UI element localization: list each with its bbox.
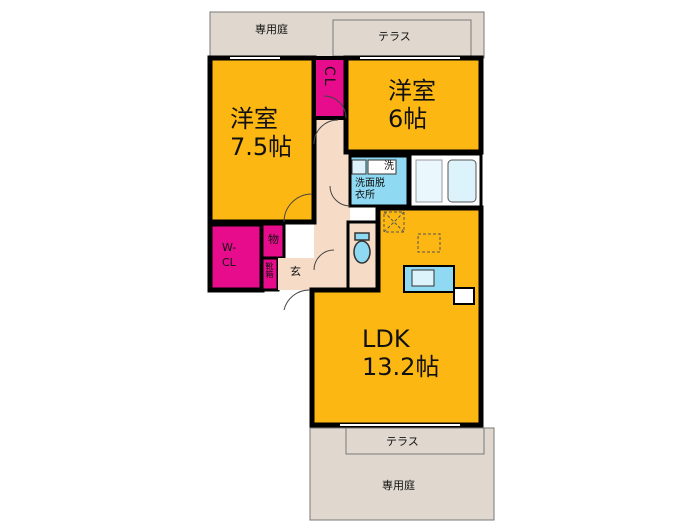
washroom-label-line2: 衣所 [355,190,375,201]
entrance-floor [278,258,314,290]
ldk-size: 13.2帖 [362,352,440,381]
washroom-label: 洗面脱 衣所 [355,178,385,202]
terrace-bottom-area [345,427,485,455]
bedroom-right-size: 6帖 [388,104,428,133]
toilet [353,240,371,264]
ldk-name: LDK [362,325,410,353]
laundry-label: 洗 [384,161,394,172]
terrace-top-label: テラス [378,30,411,43]
sink [411,269,435,287]
shoe-box-label: 靴箱 [265,262,274,278]
wic-label-line2: CL [222,256,236,270]
toilet-tank [354,232,370,241]
wic [207,221,265,293]
wic-label-line1: W- [222,241,237,254]
ldk-label: LDK 13.2帖 [362,325,440,381]
fridge-space [453,287,475,305]
terrace-top-area [332,19,472,57]
closet-top [312,56,348,120]
bedroom-left-size: 7.5帖 [230,132,293,161]
storage-label: 物 [268,233,279,246]
bathtub [447,159,477,203]
closet-top-label: CL [321,66,337,88]
bedroom-left-label: 洋室 7.5帖 [230,105,293,161]
entrance-label: 玄 [290,265,301,278]
pantry [383,211,405,233]
washroom-label-line1: 洗面脱 [355,178,385,189]
private-garden-top-label: 専用庭 [255,23,288,36]
terrace-bottom-label: テラス [386,435,419,448]
private-garden-bottom-label: 専用庭 [382,479,415,492]
stove [417,233,441,253]
bedroom-right [343,55,484,155]
washer [367,159,397,175]
bedroom-left-name: 洋室 [230,105,278,133]
shower-area [415,159,443,203]
bedroom-right-name: 洋室 [388,77,436,105]
bedroom-right-label: 洋室 6帖 [388,77,436,133]
ldk-room [309,205,484,428]
wic-label: W- CL [222,240,236,271]
vanity [351,159,367,175]
